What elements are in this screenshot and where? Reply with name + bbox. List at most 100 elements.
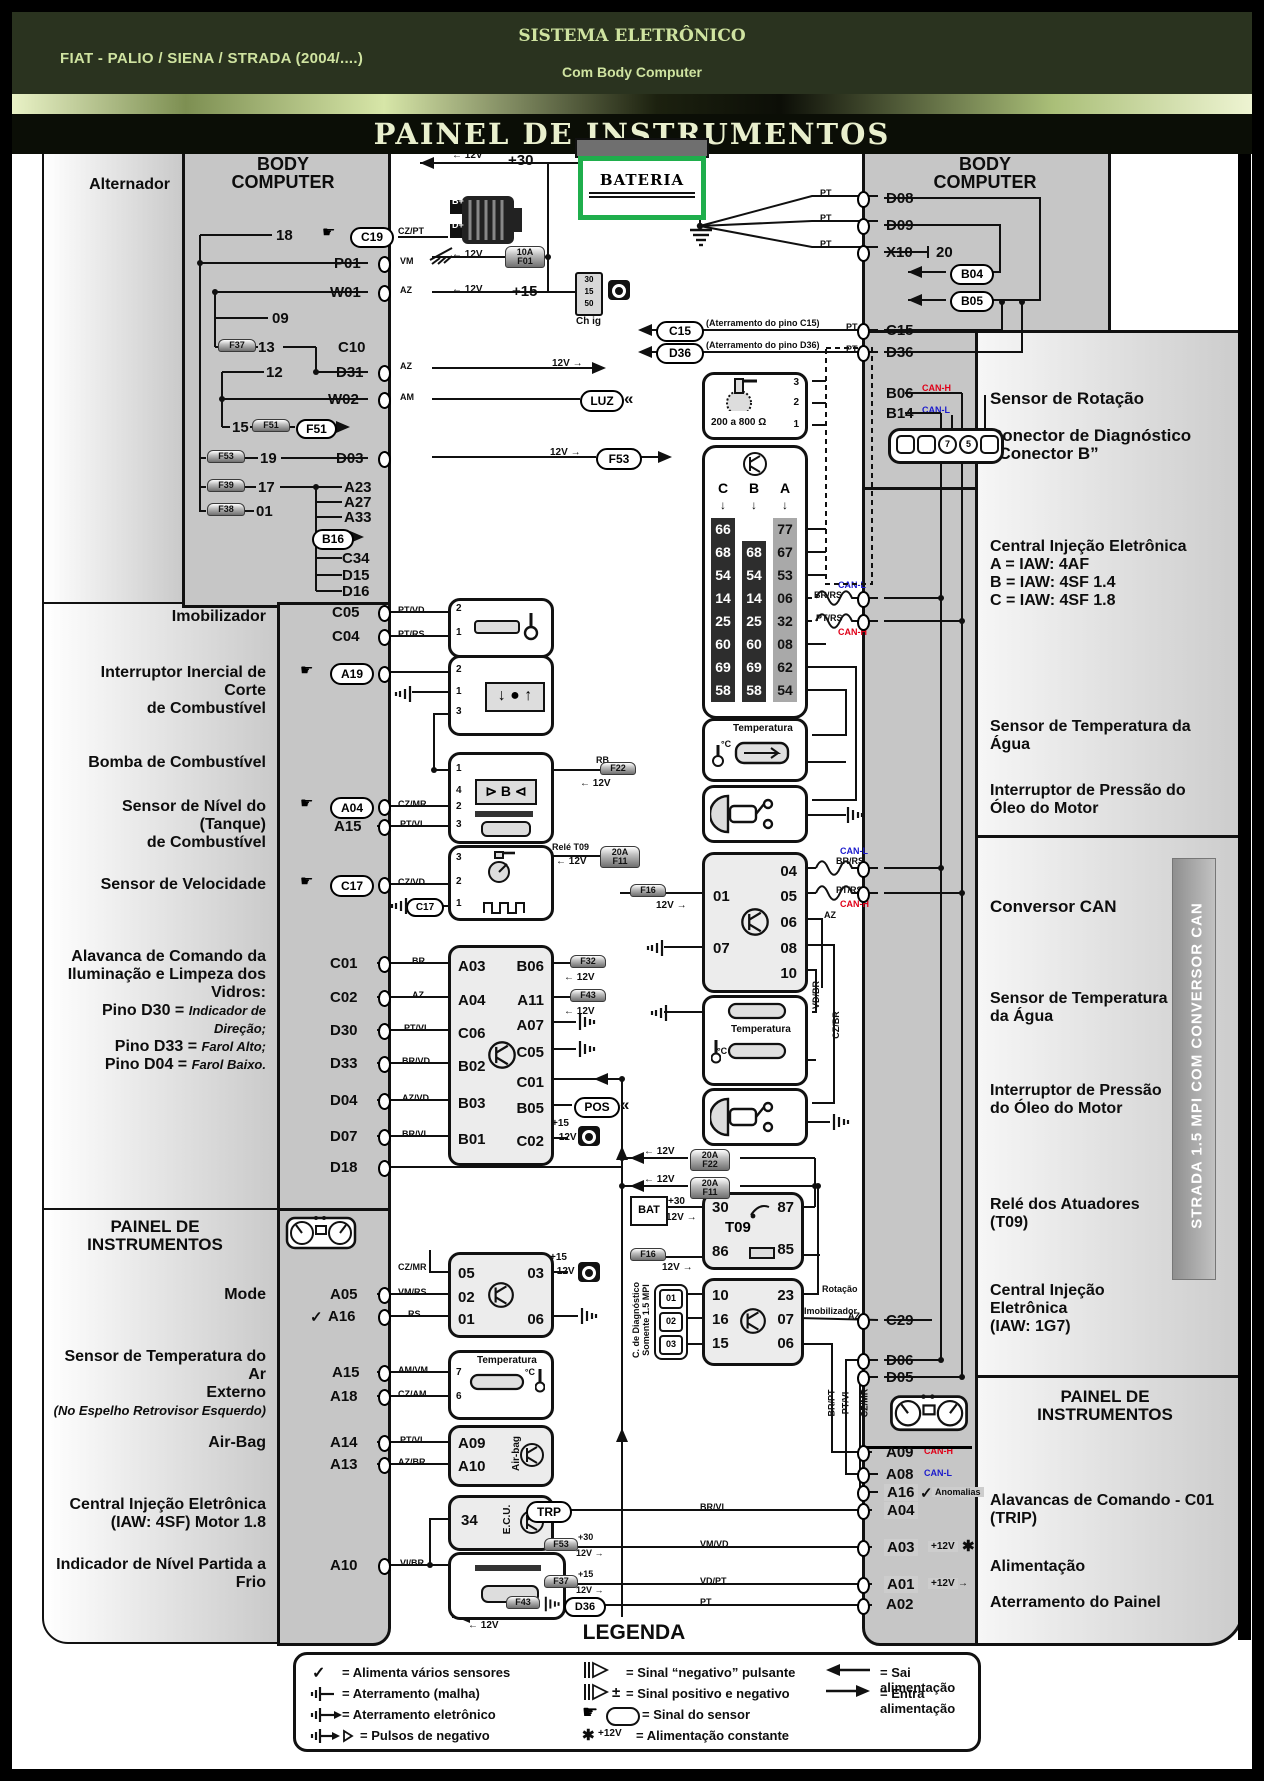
diag-connector-b: 7 5 [888,428,1004,464]
fuse-f51: F51 [252,419,290,432]
legend-hand-icon: ☛ [582,1702,599,1722]
wire-can-h: CAN-H [922,383,951,393]
double-arrow-left: « [624,389,634,408]
connector-c17: C17 [330,875,374,897]
ground-icon [578,1041,596,1057]
legend-plusminus: ± [612,1684,621,1701]
label-12v-in: 12V → [662,1262,693,1273]
label-mode: Mode [224,1286,266,1303]
oil-switch-box-1 [702,785,808,843]
alt-dplus: D+ [452,220,464,230]
ignition-key-icon [578,1262,600,1282]
wire-az: AZ [400,361,412,371]
rlabel-rotacao: Sensor de Rotação [990,389,1144,408]
wire-az: AZ [400,285,412,295]
wire-ptrs: PT/RS [398,629,425,639]
fuse-f43: F43 [570,989,606,1002]
imobilizador-box: 2 1 [448,598,554,658]
ground-icon [832,1114,850,1130]
chassis-ground-icon [429,247,453,265]
pin-d36r: D36 [886,344,914,361]
connector-f51: F51 [296,419,337,439]
mode-module-box: 05 02 01 03 06 [448,1252,554,1338]
wire-brrs: BR/RS [814,590,843,600]
rlabel-conector: Conector de Diagnóstico“Conector B” [990,426,1192,463]
wire-rs: RS [408,1309,421,1319]
connector-a19: A19 [330,663,374,685]
connector-c15: C15 [656,321,704,342]
level-resistor-icon [475,811,533,817]
label-plus30: +30 [578,1532,594,1542]
pin-13: 13 [258,339,275,356]
pin-x10: X10 [886,244,913,261]
body-computer-left-panel [182,145,391,608]
wire-vdpt: VD/PT [700,1576,727,1586]
pin-c04: C04 [332,628,360,645]
temp-ar-externo-box: 7 6 Temperatura °C [448,1350,554,1420]
wire-pt: PT [820,239,832,249]
wire-brvi: BR/VI [402,1129,427,1139]
label-nivel: Sensor de Nível do (Tanque)de Combustíve… [121,798,266,851]
pin-d03: D03 [336,450,364,467]
label-airbag: Air-Bag [208,1434,266,1451]
left-label-column [42,602,281,1212]
pin-p01: P01 [334,255,361,272]
legend-pos-neg-icon [584,1683,610,1701]
pin-a01: A01 [884,1576,918,1593]
left-label-column-top [42,145,186,608]
body-computer-left-column [277,602,391,1214]
pin-a15: A15 [334,818,362,835]
battery-box: BATERIA [578,156,706,220]
pin-d05: D05 [886,1369,914,1386]
rlabel-conversor: Conversor CAN [990,897,1117,916]
pin-d33: D33 [330,1055,358,1072]
pin-d18: D18 [330,1159,358,1176]
temp-sensor-box-2: Temperatura °C [702,995,808,1086]
fuse-f43b: F43 [506,1596,540,1609]
label-plus30: +30 [668,1196,685,1207]
wire-brvi: BR/VI [700,1502,725,1512]
connector-pos: POS [574,1097,620,1118]
sensor-signal-hand-icon: ☛ [300,662,314,679]
right-panel-divider [862,1446,972,1449]
label-12v-in: 12V → [666,1212,697,1223]
legend-neg-pulse-icon [584,1661,610,1679]
pin-a14: A14 [330,1434,358,1451]
connector-a04: A04 [330,797,374,819]
label-bomba: Bomba de Combustível [88,754,266,771]
thermometer-icon [535,1369,545,1393]
label-alternador: Alternador [89,176,170,193]
label-imobilizador: Imobilizador [171,608,266,625]
speed-sensor-box: 3 2 1 [448,845,554,921]
wire-pt: PT [820,213,832,223]
ground-icon [390,898,408,914]
legend-out-arrow [826,1664,870,1676]
pin-b14: B14 [886,405,914,422]
ground-icon [578,1014,596,1030]
ignition-key-icon [608,280,630,300]
rotation-sensor-box: 200 a 800 Ω 3 2 1 [702,372,808,440]
legend-oval-icon [606,1707,640,1726]
wire-pt: PT [846,344,858,354]
diag-connector-3pin: 01 02 03 [654,1284,688,1360]
check-mark: ✓ [310,1309,323,1326]
fuse-f53b: F53 [544,1538,578,1551]
wire-az: AZ [412,990,424,1000]
pin-d15: D15 [342,567,370,584]
wire-can-l: CAN-L [840,846,868,856]
ground-icon [394,686,412,702]
pin-18: 18 [276,227,293,244]
pin-d09: D09 [886,217,914,234]
ecu-name: E.C.U. [502,1504,514,1535]
label-12v-out: ← 12V [580,778,611,789]
pin-a13: A13 [330,1456,358,1473]
alternator-icon [450,196,522,244]
wire-vm: VM [400,256,414,266]
